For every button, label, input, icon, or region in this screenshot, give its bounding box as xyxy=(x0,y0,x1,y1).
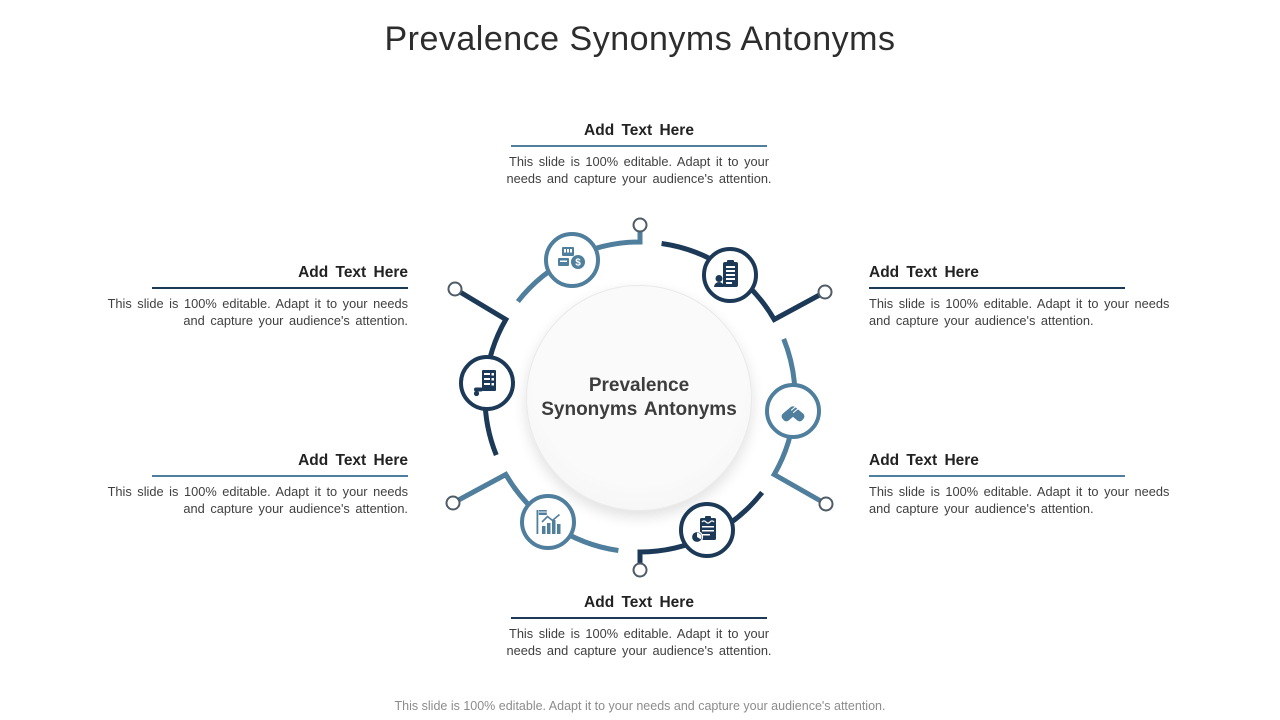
placeholder-body: This slide is 100% editable. Adapt it to… xyxy=(506,626,772,658)
node-clipboard[interactable] xyxy=(702,247,758,303)
endpoint-circle-bottom xyxy=(632,562,648,578)
node-funds[interactable]: $ xyxy=(544,232,600,288)
center-title-line2: Synonyms Antonyms xyxy=(541,399,737,420)
node-report[interactable] xyxy=(679,502,735,558)
clipboard-person-icon xyxy=(714,260,738,287)
report-pie-icon xyxy=(690,516,716,544)
text-block-bottom[interactable]: Add Text Here This slide is 100% editabl… xyxy=(499,594,779,659)
text-block-upper-right[interactable]: Add Text Here This slide is 100% editabl… xyxy=(869,264,1191,329)
placeholder-body: This slide is 100% editable. Adapt it to… xyxy=(107,296,408,328)
center-title-line1: Prevalence xyxy=(588,375,690,396)
placeholder-heading: Add Text Here xyxy=(584,594,694,611)
endpoint-circle-lower-left xyxy=(445,495,461,511)
node-growth-chart[interactable] xyxy=(520,494,576,550)
placeholder-heading: Add Text Here xyxy=(869,264,979,281)
heading-underline xyxy=(152,475,408,477)
heading-underline xyxy=(511,145,767,147)
heading-underline xyxy=(869,475,1125,477)
checklist-hand-icon xyxy=(473,370,496,397)
endpoint-circle-lower-right xyxy=(818,496,834,512)
text-block-lower-right[interactable]: Add Text Here This slide is 100% editabl… xyxy=(869,452,1191,517)
placeholder-body: This slide is 100% editable. Adapt it to… xyxy=(506,154,772,186)
handshake-icon xyxy=(781,405,805,422)
funds-box-icon: $ xyxy=(558,247,585,269)
node-handshake[interactable] xyxy=(765,383,821,439)
placeholder-heading: Add Text Here xyxy=(298,264,408,281)
placeholder-body: This slide is 100% editable. Adapt it to… xyxy=(869,296,1170,328)
endpoint-circle-upper-left xyxy=(447,281,463,297)
endpoint-circle-top xyxy=(632,217,648,233)
center-circle[interactable]: Prevalence Synonyms Antonyms xyxy=(526,285,752,511)
placeholder-heading: Add Text Here xyxy=(869,452,979,469)
slide-title[interactable]: Prevalence Synonyms Antonyms xyxy=(384,20,896,58)
placeholder-body: This slide is 100% editable. Adapt it to… xyxy=(107,484,408,516)
text-block-lower-left[interactable]: Add Text Here This slide is 100% editabl… xyxy=(86,452,408,517)
heading-underline xyxy=(511,617,767,619)
svg-text:$: $ xyxy=(575,258,581,269)
placeholder-heading: Add Text Here xyxy=(298,452,408,469)
placeholder-body: This slide is 100% editable. Adapt it to… xyxy=(869,484,1170,516)
growth-chart-flag-icon xyxy=(536,510,561,534)
slide-footer-note: This slide is 100% editable. Adapt it to… xyxy=(394,699,886,713)
heading-underline xyxy=(152,287,408,289)
text-block-upper-left[interactable]: Add Text Here This slide is 100% editabl… xyxy=(86,264,408,329)
heading-underline xyxy=(869,287,1125,289)
node-checklist[interactable] xyxy=(459,355,515,411)
placeholder-heading: Add Text Here xyxy=(584,122,694,139)
text-block-top[interactable]: Add Text Here This slide is 100% editabl… xyxy=(499,122,779,187)
endpoint-circle-upper-right xyxy=(817,284,833,300)
